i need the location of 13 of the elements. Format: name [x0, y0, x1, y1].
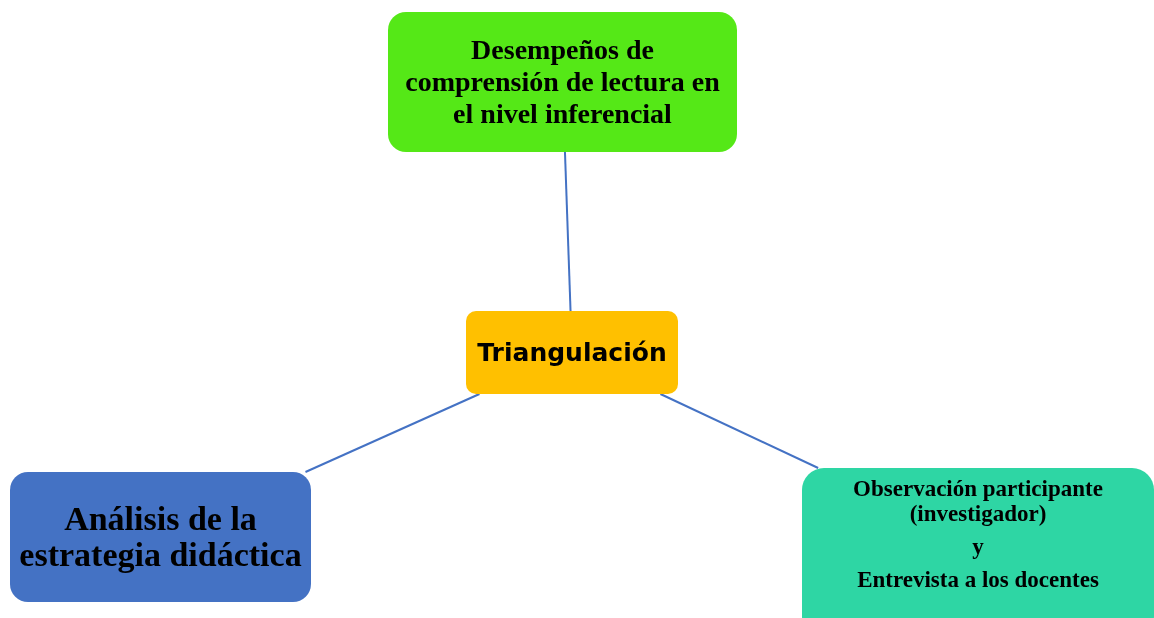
source-box: [802, 468, 1154, 618]
connector-line: [659, 393, 820, 469]
node-label: y: [972, 534, 984, 559]
source-box: [10, 472, 311, 602]
node-label: Entrevista a los docentes: [857, 567, 1099, 592]
node-label: Desempeños de comprensión de lectura en el nivel inferencial: [404, 34, 721, 130]
topic-box: [388, 12, 737, 152]
connector-line: [563, 151, 572, 312]
node-label: Observación participante (investigador): [852, 476, 1104, 526]
node-label: Análisis de la estrategia didáctica: [18, 501, 303, 573]
node-label: Triangulación: [477, 337, 667, 368]
connector-line: [304, 393, 481, 473]
center-box: [466, 311, 678, 394]
